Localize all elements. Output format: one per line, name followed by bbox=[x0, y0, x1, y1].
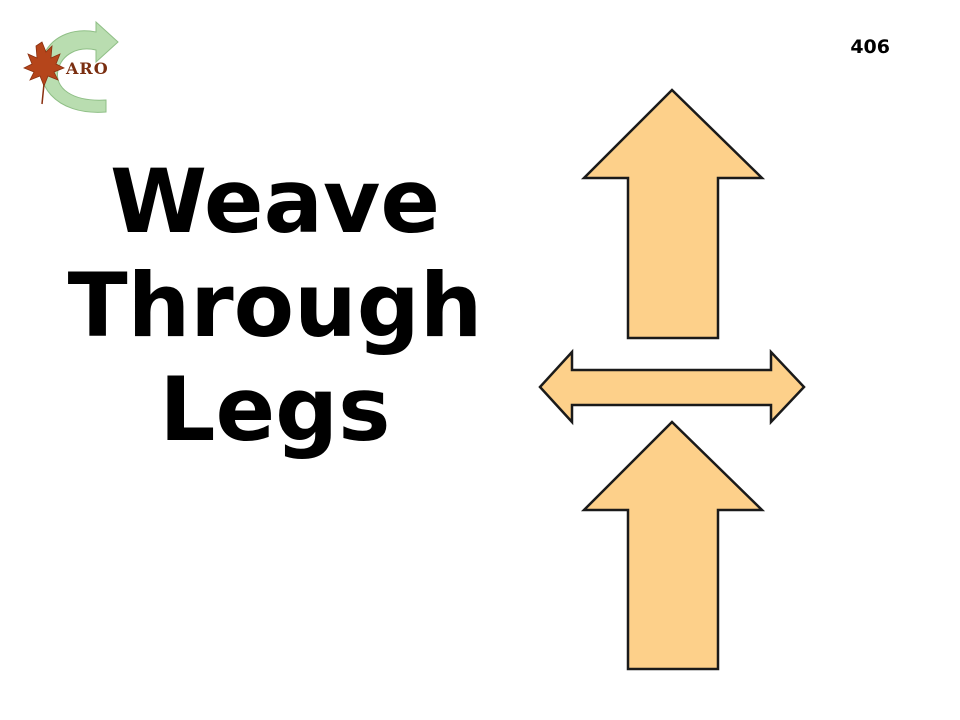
title-line: Legs bbox=[159, 358, 391, 461]
circular-arrow-icon bbox=[40, 20, 119, 113]
title-line: Weave bbox=[109, 150, 441, 253]
up-arrow-icon bbox=[580, 88, 766, 340]
logo-text: ARO bbox=[65, 59, 109, 78]
up-arrow-icon bbox=[580, 420, 766, 671]
title-line: Through bbox=[67, 254, 483, 357]
maple-leaf-icon bbox=[23, 41, 65, 88]
sign-title: Weave Through Legs bbox=[40, 150, 510, 462]
arrows-diagram bbox=[538, 88, 806, 671]
sign-number: 406 bbox=[850, 36, 890, 58]
aro-logo: ARO bbox=[23, 20, 119, 113]
left-right-arrow-icon bbox=[538, 348, 806, 426]
